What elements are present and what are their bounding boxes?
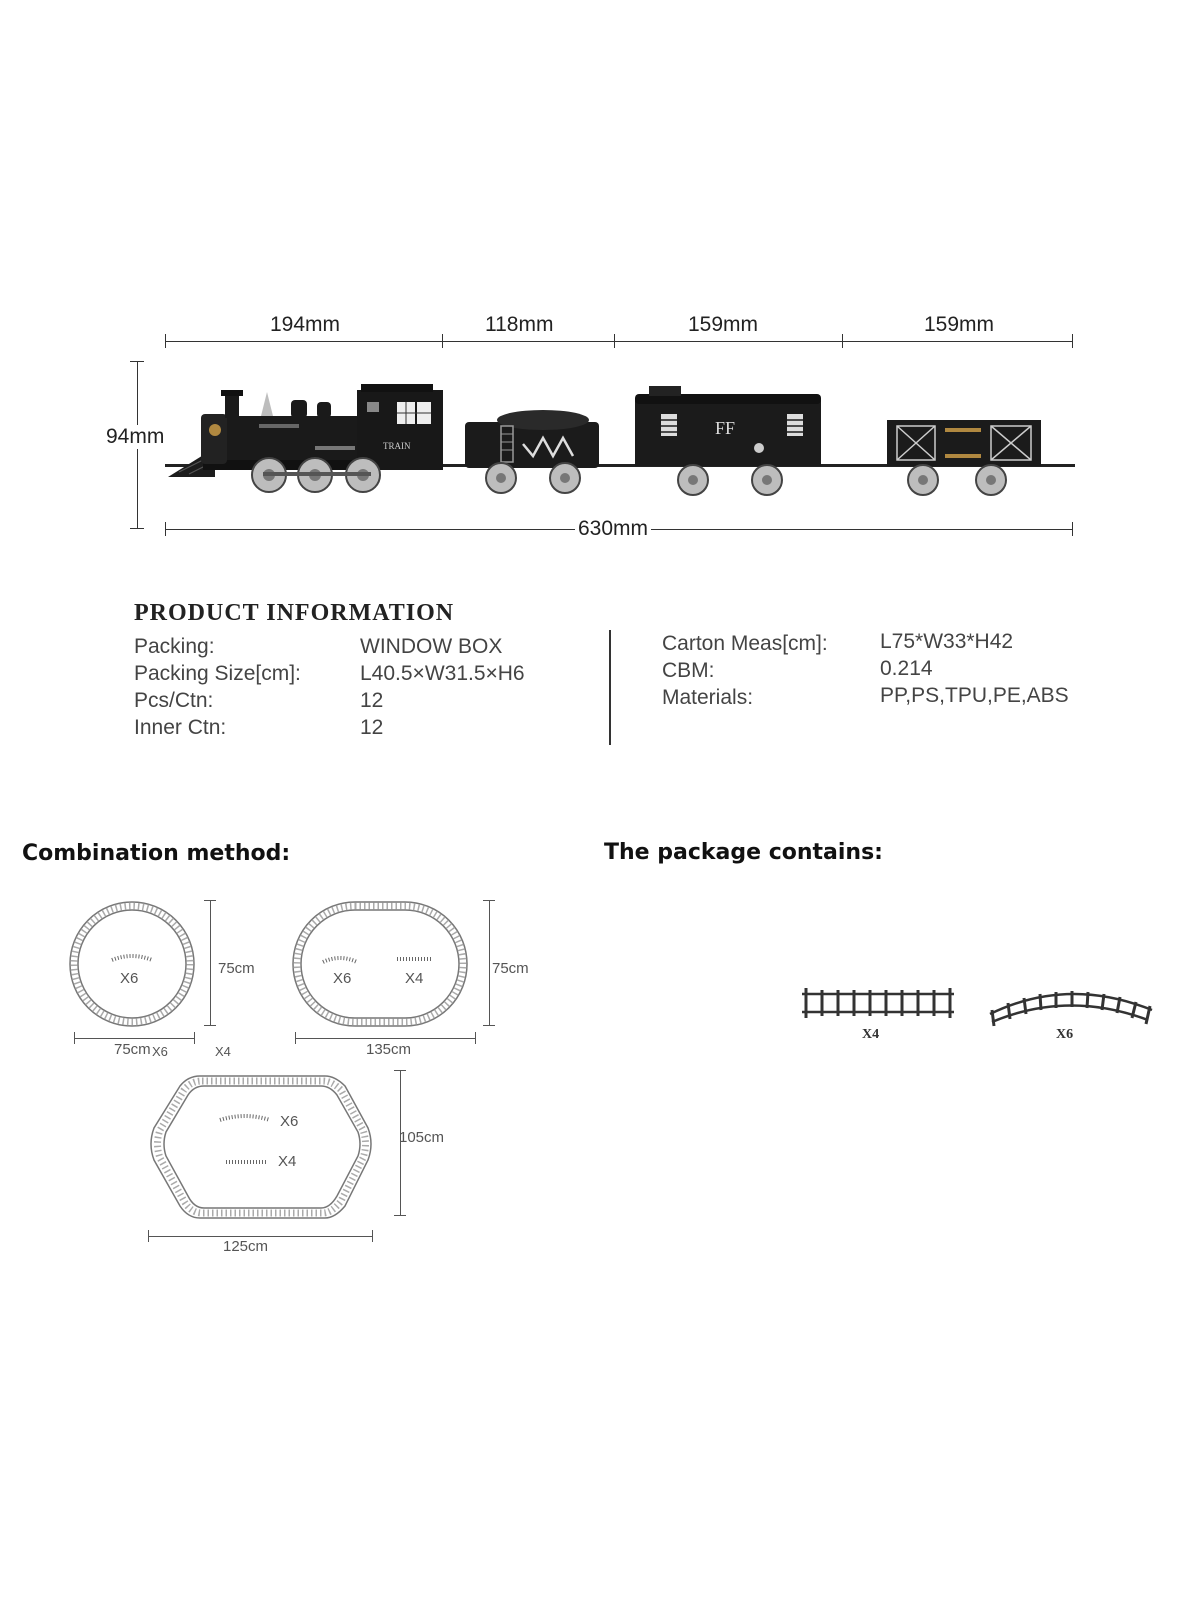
- info-value-cbm: 0.214: [880, 657, 933, 680]
- product-info-right-values: L75*W33*H42 0.214 PP,PS,TPU,PE,ABS: [880, 628, 1069, 709]
- curved-track-icon: [989, 991, 1153, 1027]
- dim-tick: [165, 522, 166, 536]
- info-value-inner-ctn: 12: [360, 716, 384, 739]
- boxcar: FF: [635, 386, 821, 496]
- dim-tick: [442, 334, 443, 348]
- dim-tick: [394, 1070, 406, 1071]
- dim-tick: [475, 1032, 476, 1044]
- circle-width-line: [74, 1038, 194, 1039]
- info-key-cbm: CBM:: [662, 659, 715, 682]
- circle-width-qty: X6: [152, 1044, 168, 1059]
- segment-label-tender: 118mm: [485, 313, 554, 336]
- oval-curve-qty: X6: [333, 970, 352, 987]
- dim-tick: [194, 1032, 195, 1044]
- info-key-materials: Materials:: [662, 686, 754, 709]
- info-key-packing-size: Packing Size[cm]:: [134, 662, 301, 685]
- dim-tick: [74, 1032, 75, 1044]
- total-length-label: 630mm: [575, 517, 652, 541]
- large-width-line: [148, 1236, 372, 1237]
- oval-height-label: 75cm: [492, 960, 529, 977]
- svg-text:TRAIN: TRAIN: [383, 441, 411, 451]
- dim-tick: [165, 334, 166, 348]
- info-value-carton-meas: L75*W33*H42: [880, 630, 1014, 653]
- package-curve-qty: X6: [1056, 1027, 1074, 1042]
- circle-extra-qty: X4: [215, 1044, 231, 1059]
- large-straight-qty: X4: [278, 1153, 297, 1170]
- circle-height-label: 75cm: [218, 960, 255, 977]
- large-track-layout: [150, 1075, 372, 1219]
- dim-tick: [372, 1230, 373, 1242]
- oval-height-line: [489, 900, 490, 1026]
- height-label: 94mm: [103, 425, 168, 449]
- product-info-right-keys: Carton Meas[cm]: CBM: Materials:: [662, 630, 828, 711]
- info-value-materials: PP,PS,TPU,PE,ABS: [880, 684, 1069, 707]
- info-divider: [609, 630, 611, 745]
- large-height-line: [400, 1070, 401, 1216]
- dim-tick: [483, 900, 495, 901]
- oval-track-layout: [292, 901, 468, 1027]
- top-dimension-line: [165, 341, 1073, 342]
- oval-straight-qty: X4: [405, 970, 424, 987]
- dim-tick: [842, 334, 843, 348]
- product-info-title: PRODUCT INFORMATION: [134, 600, 455, 626]
- oval-width-label: 135cm: [366, 1041, 412, 1058]
- large-height-label: 105cm: [399, 1129, 445, 1146]
- info-key-inner-ctn: Inner Ctn:: [134, 716, 227, 739]
- circle-track-layout: [69, 901, 195, 1027]
- info-key-pcs-ctn: Pcs/Ctn:: [134, 689, 214, 712]
- package-title: The package contains:: [604, 840, 883, 865]
- tender: [465, 410, 599, 494]
- dim-tick: [130, 528, 144, 529]
- dim-tick: [614, 334, 615, 348]
- oval-width-line: [295, 1038, 475, 1039]
- dim-tick: [130, 361, 144, 362]
- circle-height-line: [210, 900, 211, 1026]
- dim-tick: [394, 1215, 406, 1216]
- product-info-left-keys: Packing: Packing Size[cm]: Pcs/Ctn: Inne…: [134, 633, 301, 741]
- info-value-packing: WINDOW BOX: [360, 635, 503, 658]
- info-value-pcs-ctn: 12: [360, 689, 384, 712]
- locomotive: TRAIN: [168, 384, 443, 493]
- dim-tick: [148, 1230, 149, 1242]
- combination-title: Combination method:: [22, 841, 291, 866]
- package-straight-qty: X4: [862, 1027, 880, 1042]
- package-track-pieces: [802, 988, 1153, 1027]
- info-key-packing: Packing:: [134, 635, 215, 658]
- segment-label-locomotive: 194mm: [270, 313, 341, 336]
- dim-tick: [204, 900, 216, 901]
- dim-tick: [1072, 522, 1073, 536]
- circle-curve-qty: X6: [120, 970, 139, 987]
- wagon: [887, 420, 1041, 496]
- large-width-label: 125cm: [223, 1238, 269, 1255]
- large-curve-qty: X6: [280, 1113, 299, 1130]
- straight-track-icon: [802, 988, 954, 1018]
- svg-text:FF: FF: [715, 418, 735, 438]
- circle-width-label: 75cm: [114, 1041, 151, 1058]
- dim-tick: [483, 1025, 495, 1026]
- dim-tick: [1072, 334, 1073, 348]
- info-value-packing-size: L40.5×W31.5×H6: [360, 662, 525, 685]
- segment-label-wagon: 159mm: [924, 313, 995, 336]
- dim-tick: [204, 1025, 216, 1026]
- train-illustration: TRAIN: [165, 384, 1075, 496]
- dim-tick: [295, 1032, 296, 1044]
- info-key-carton-meas: Carton Meas[cm]:: [662, 632, 828, 655]
- segment-label-boxcar: 159mm: [688, 313, 759, 336]
- product-info-left-values: WINDOW BOX L40.5×W31.5×H6 12 12: [360, 633, 525, 741]
